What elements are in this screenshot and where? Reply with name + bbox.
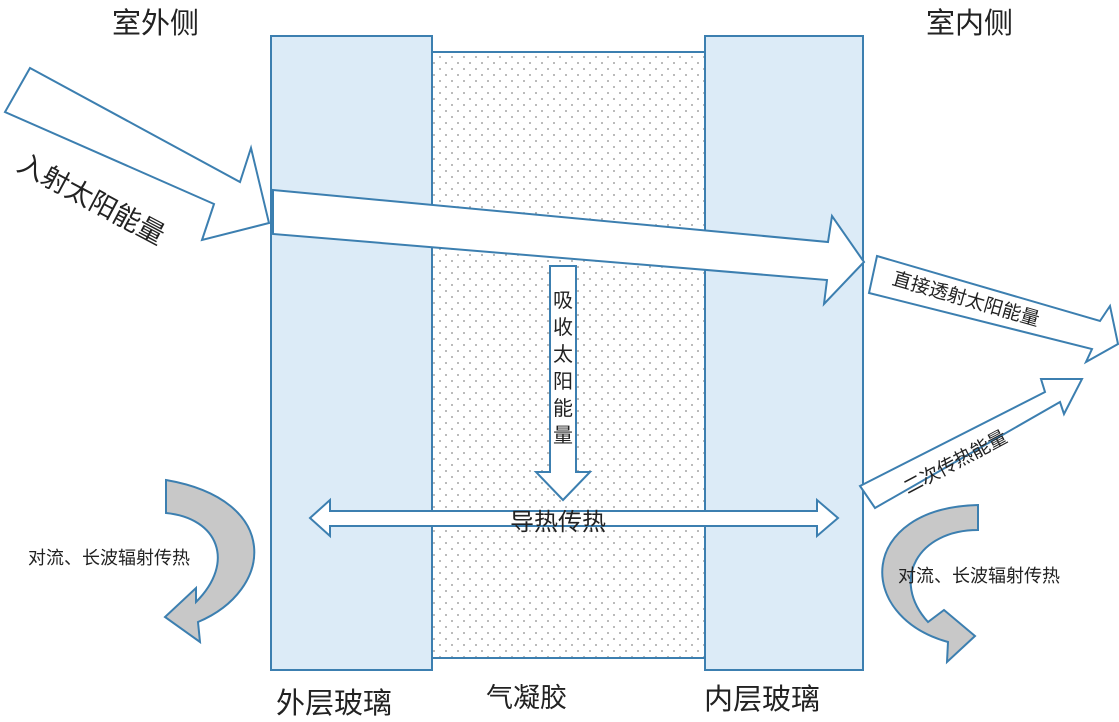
incident-solar-arrow [3,66,271,242]
absorbed-solar-arrow [533,265,593,502]
aerogel-label: 气凝胶 [486,683,567,714]
conduction-double-arrow [308,497,840,539]
direct-transmitted-arrow [867,254,1119,365]
transmitted-solar-arrow [272,188,866,307]
inner-glass-label: 内层玻璃 [704,682,821,716]
convection-label-left: 对流、长波辐射传热 [28,548,190,569]
conduction-label: 导热传热 [510,508,606,536]
convection-arrow-left [163,478,256,645]
secondary-heat-arrow [858,378,1084,510]
convection-label-right: 对流、长波辐射传热 [898,566,1060,587]
outer-glass-pane [270,35,433,671]
inner-glass-pane [704,35,864,671]
outer-glass-label: 外层玻璃 [276,686,393,720]
outdoor-side-label: 室外侧 [112,6,200,40]
absorbed-solar-label: 吸收太阳能量 [553,288,573,447]
indoor-side-label: 室内侧 [926,6,1014,40]
convection-arrow-right [881,503,979,665]
